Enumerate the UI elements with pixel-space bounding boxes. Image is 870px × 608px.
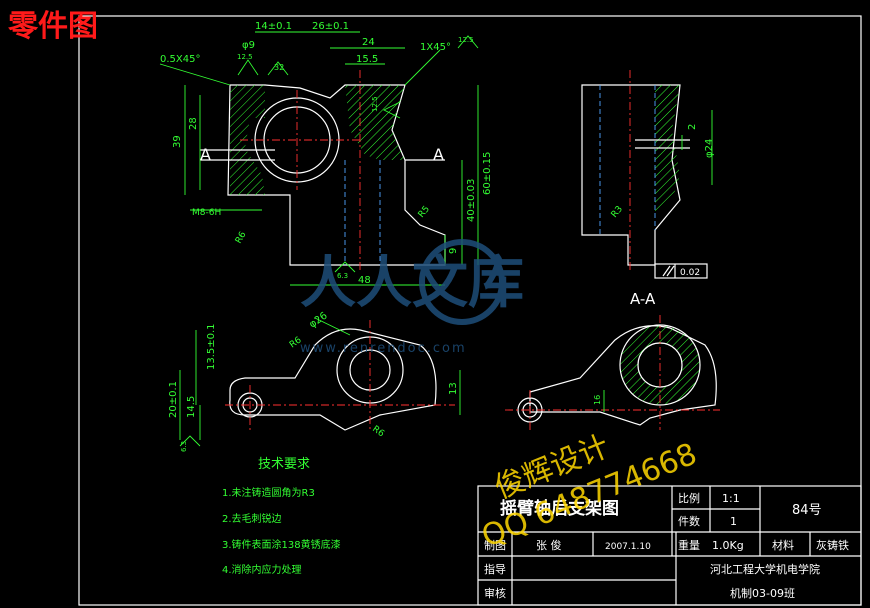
dim-40: 40±0.03 [466,179,477,222]
draw-label: 制图 [484,539,506,552]
outer-frame [78,15,862,606]
dim-48: 48 [358,275,371,286]
tech-item-3: 3.铸件表面涂138黄锈底漆 [222,538,341,551]
tech-item-4: 4.消除内应力处理 [222,563,302,576]
dim-r125-a: 12.5 [237,53,253,61]
guide-label: 指导 [484,562,506,576]
tech-item-1: 1.未注铸造圆角为R3 [222,486,315,499]
dim-phi24: φ24 [704,139,715,158]
dim-13-5: 13.5±0.1 [206,323,217,370]
dim-14: 14±0.1 [255,21,292,32]
brand-watermark: 人人文库 www.renrendoc.com [300,239,524,356]
dim-side-2: 2 [687,124,698,130]
dim-9: 9 [448,248,459,254]
dim-60: 60±0.15 [482,152,493,195]
dim-r125-b: 12.5 [458,36,474,44]
dim-chamfer-left: 0.5X45° [160,54,200,65]
weight-label: 重量 [678,538,700,552]
material-label: 材料 [772,538,794,552]
dim-side-r3: R3 [610,204,625,220]
dim-r63: 6.3 [337,272,348,280]
review-label: 审核 [484,586,506,600]
tech-heading: 技术要求 [258,457,310,472]
drawing-title: 零件图 [8,9,98,44]
dim-sec-16: 16 [593,395,602,405]
dim-28: 28 [188,117,199,130]
school-name: 河北工程大学机电学院 [710,562,820,576]
dim-r32: 32 [274,63,284,72]
dim-side-tol: 0.02 [680,268,700,278]
tech-item-2: 2.去毛刺锐边 [222,512,282,525]
dim-20: 20±0.1 [168,381,179,418]
dim-39: 39 [172,135,183,148]
dim-r5: R5 [417,204,432,220]
designer-watermark: 俊辉设计 QQ 648774668 [477,429,702,555]
section-aa-view [505,315,720,430]
qty-label: 件数 [678,515,700,528]
dim-26: 26±0.1 [312,21,349,32]
scale-label: 比例 [678,491,700,505]
dim-chamfer-right: 1X45° [420,42,451,53]
class-name: 机制03-09班 [730,586,795,600]
dim-phi9: φ9 [242,40,255,51]
weight-value: 1.0Kg [712,539,744,552]
section-aa-label: A-A [630,290,656,308]
dim-13: 13 [448,382,459,395]
top-view [179,317,461,447]
draw-date: 2007.1.10 [605,542,651,552]
front-view [200,70,446,270]
drawing-number: 84号 [792,503,822,518]
dim-r6-c: R6 [370,424,386,439]
qty-value: 1 [730,515,737,528]
part-name: 摇臂轴后支架图 [500,498,619,519]
watermark-site: www.renrendoc.com [300,341,467,356]
side-view [581,70,713,279]
drawer-name: 张 俊 [536,538,562,552]
dim-15-5: 15.5 [356,54,378,65]
watermark-brand: 人人文库 [300,251,524,316]
dim-24: 24 [362,37,375,48]
front-dims [159,31,479,286]
dim-14-5: 14.5 [186,396,197,418]
section-mark-right: A [433,145,444,164]
title-block-lines [477,485,862,606]
dim-r6-a: R6 [234,230,249,246]
material-value: 灰铸铁 [816,538,849,552]
dim-thread: M8-6H [192,208,221,218]
scale-value: 1:1 [722,492,740,505]
dim-r63-b: 6.3 [180,441,188,452]
dim-r125-c: 12.5 [371,96,379,112]
section-mark-left: A [200,145,211,164]
